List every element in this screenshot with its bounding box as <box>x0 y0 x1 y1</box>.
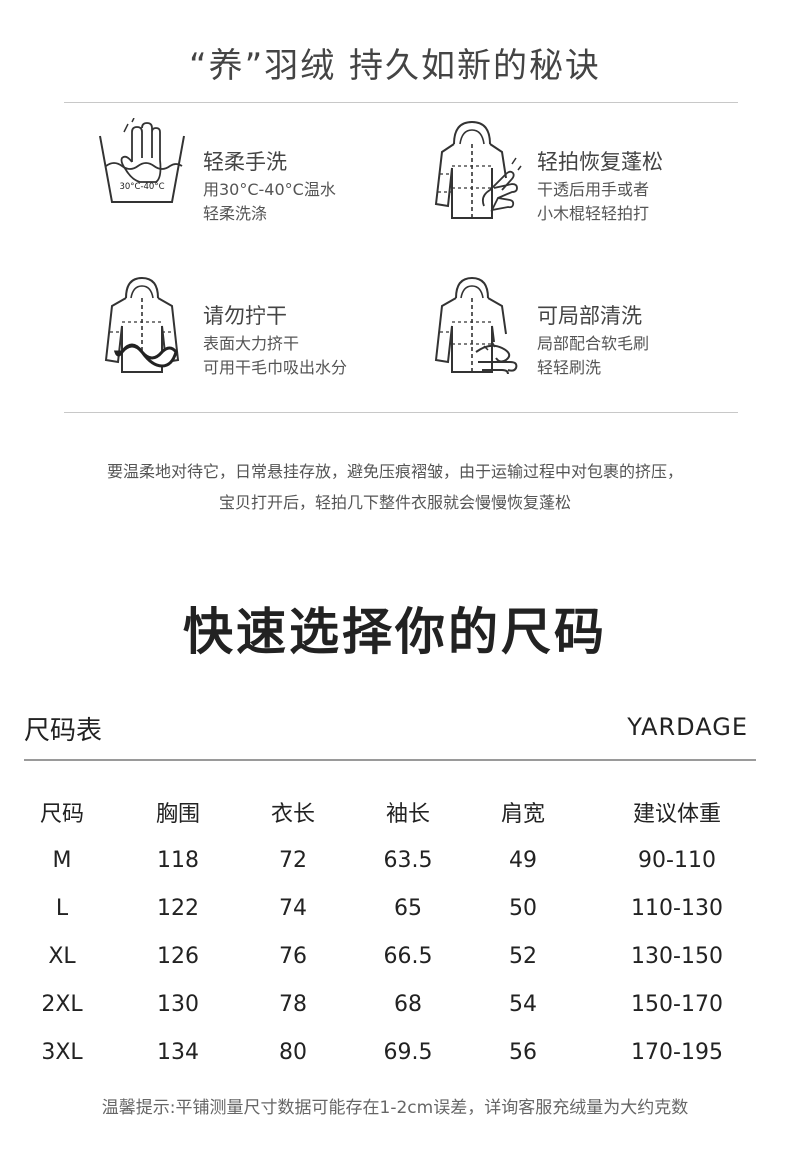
care-item-name: 可局部清洗 <box>537 304 642 328</box>
table-cell: 49 <box>509 847 537 873</box>
table-cell: L <box>55 895 69 921</box>
table-cell: 52 <box>509 943 537 969</box>
table-cell: 56 <box>509 1039 537 1065</box>
divider <box>64 102 738 103</box>
col-header-shoulder: 肩宽 <box>500 802 545 827</box>
table-cell: 90-110 <box>638 847 716 873</box>
size-table: 尺码 胸围 衣长 袖长 肩宽 建议体重 M 118 72 63.5 49 90-… <box>0 788 770 1076</box>
care-item-hand-wash: 30°C-40°C 轻柔手洗 用30°C-40°C温水 轻柔洗涤 <box>98 118 428 228</box>
hand-wash-icon: 30°C-40°C <box>98 118 188 228</box>
table-cell: XL <box>48 943 76 969</box>
size-title: 快速选择你的尺码 <box>183 603 607 661</box>
col-header-chest: 胸围 <box>155 802 200 827</box>
table-cell: M <box>52 847 72 873</box>
table-cell: 68 <box>394 991 422 1017</box>
no-wring-icon <box>98 272 188 382</box>
table-cell: 78 <box>279 991 307 1017</box>
col-header-length: 衣长 <box>270 802 315 827</box>
table-cell: 126 <box>157 943 199 969</box>
temp-label: 30°C-40°C <box>119 182 164 192</box>
care-item-desc: 表面大力挤干 可用干毛巾吸出水分 <box>203 334 348 377</box>
size-chart-label-en: YARDAGE <box>627 713 748 741</box>
table-cell: 3XL <box>41 1039 83 1065</box>
table-row: 3XL 134 80 69.5 56 170-195 <box>0 1028 770 1076</box>
table-cell: 2XL <box>41 991 83 1017</box>
care-item-desc: 用30°C-40°C温水 轻柔洗涤 <box>203 180 336 223</box>
table-cell: 130 <box>157 991 199 1017</box>
care-item-no-wring: 请勿拧干 表面大力挤干 可用干毛巾吸出水分 <box>98 272 428 382</box>
table-row: M 118 72 63.5 49 90-110 <box>0 836 770 884</box>
table-cell: 118 <box>157 847 199 873</box>
col-header-size: 尺码 <box>39 802 84 827</box>
care-note: 要温柔地对待它，日常悬挂存放，避免压痕褶皱，由于运输过程中对包裹的挤压， 宝贝打… <box>106 462 683 512</box>
care-item-spot-clean: 可局部清洗 局部配合软毛刷 轻轻刷洗 <box>432 272 762 382</box>
size-tip: 温馨提示:平铺测量尺寸数据可能存在1-2cm误差，详询客服充绒量为大约克数 <box>101 1098 689 1118</box>
divider <box>24 759 756 761</box>
table-cell: 72 <box>279 847 307 873</box>
care-item-name: 轻柔手洗 <box>203 150 287 174</box>
care-item-name: 轻拍恢复蓬松 <box>537 150 663 174</box>
size-chart-label: 尺码表 <box>24 716 103 746</box>
table-cell: 122 <box>157 895 199 921</box>
table-cell: 134 <box>157 1039 199 1065</box>
table-cell: 69.5 <box>383 1039 433 1065</box>
col-header-weight: 建议体重 <box>632 802 721 827</box>
care-item-desc: 局部配合软毛刷 轻轻刷洗 <box>537 334 650 377</box>
spot-clean-icon <box>432 272 522 382</box>
table-header-row: 尺码 胸围 衣长 袖长 肩宽 建议体重 <box>0 788 770 836</box>
divider <box>64 412 738 413</box>
col-header-sleeve: 袖长 <box>385 802 430 827</box>
table-cell: 50 <box>509 895 537 921</box>
table-cell: 54 <box>509 991 537 1017</box>
table-row: L 122 74 65 50 110-130 <box>0 884 770 932</box>
care-item-pat: 轻拍恢复蓬松 干透后用手或者 小木棍轻轻拍打 <box>432 118 762 228</box>
table-cell: 66.5 <box>383 943 433 969</box>
table-cell: 170-195 <box>631 1039 723 1065</box>
table-cell: 130-150 <box>631 943 723 969</box>
table-cell: 65 <box>394 895 422 921</box>
care-title: “养”羽绒 持久如新的秘诀 <box>188 46 602 86</box>
table-cell: 63.5 <box>383 847 433 873</box>
pat-jacket-icon <box>432 118 522 228</box>
table-row: 2XL 130 78 68 54 150-170 <box>0 980 770 1028</box>
care-item-name: 请勿拧干 <box>203 304 287 328</box>
table-cell: 76 <box>279 943 307 969</box>
table-cell: 80 <box>279 1039 307 1065</box>
table-cell: 150-170 <box>631 991 723 1017</box>
care-item-desc: 干透后用手或者 小木棍轻轻拍打 <box>537 180 650 223</box>
table-cell: 110-130 <box>631 895 723 921</box>
table-cell: 74 <box>279 895 307 921</box>
table-row: XL 126 76 66.5 52 130-150 <box>0 932 770 980</box>
